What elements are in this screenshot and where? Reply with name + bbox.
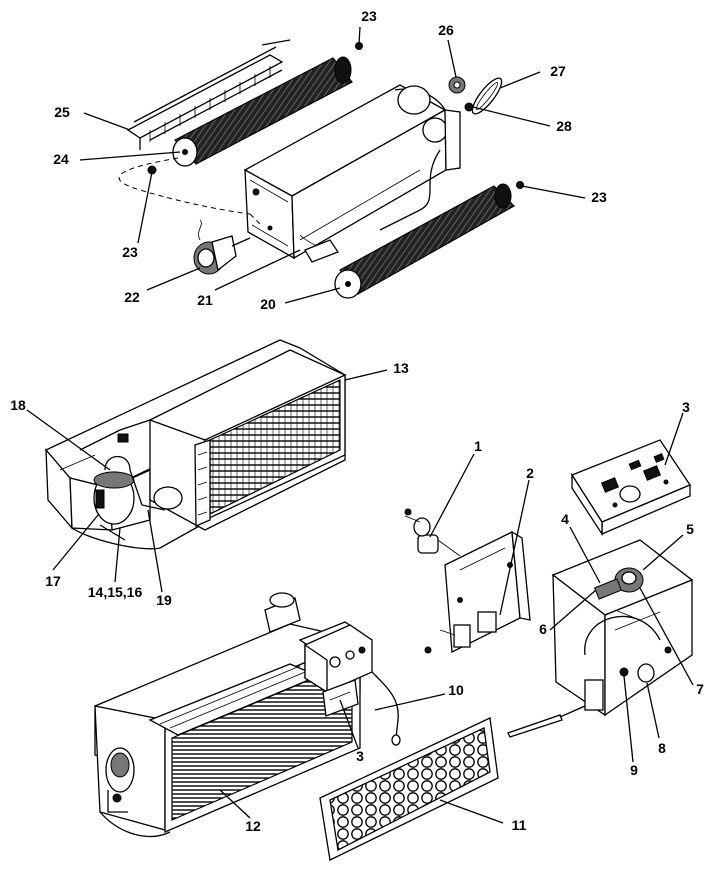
label-7: 7 bbox=[696, 681, 704, 697]
control-box bbox=[507, 439, 694, 738]
chassis-assembly-13 bbox=[44, 339, 347, 550]
label-25: 25 bbox=[54, 104, 70, 120]
part-28-washer bbox=[464, 102, 474, 112]
part-24-blower-wheel bbox=[172, 56, 353, 167]
part-2-relay bbox=[477, 611, 497, 633]
label-8: 8 bbox=[658, 740, 666, 756]
label-22: 22 bbox=[124, 289, 140, 305]
label-1: 1 bbox=[474, 438, 482, 454]
blower-assembly bbox=[118, 39, 524, 299]
label-14-15-16: 14,15,16 bbox=[88, 584, 143, 600]
label-4: 4 bbox=[561, 511, 569, 527]
label-6: 6 bbox=[539, 621, 547, 637]
label-13: 13 bbox=[393, 360, 409, 376]
blower-housing bbox=[243, 84, 461, 263]
part-8-thermostat bbox=[637, 663, 655, 683]
label-2: 2 bbox=[526, 465, 534, 481]
part-27-strap bbox=[471, 77, 503, 115]
part-labels: 23 26 27 28 25 24 23 23 22 21 20 13 18 1… bbox=[10, 8, 704, 834]
control-bracket bbox=[404, 508, 531, 654]
part-23-setscrew-right bbox=[516, 181, 524, 189]
label-21: 21 bbox=[197, 292, 213, 308]
label-23-left: 23 bbox=[122, 244, 138, 260]
label-23-top: 23 bbox=[361, 8, 377, 24]
complete-unit-12 bbox=[94, 592, 401, 838]
label-3-unit: 3 bbox=[356, 748, 364, 764]
label-18: 18 bbox=[10, 397, 26, 413]
label-11: 11 bbox=[512, 817, 527, 833]
label-9: 9 bbox=[630, 762, 638, 778]
part-20-blower-wheel-lower bbox=[334, 183, 515, 299]
label-3-panel: 3 bbox=[682, 399, 690, 415]
label-20: 20 bbox=[260, 296, 276, 312]
label-17: 17 bbox=[45, 573, 61, 589]
small-hardware bbox=[147, 42, 524, 189]
dashed-wire-stub bbox=[249, 213, 263, 227]
label-23-right: 23 bbox=[591, 189, 607, 205]
part-4-switch bbox=[593, 578, 623, 600]
label-28: 28 bbox=[556, 118, 572, 134]
label-26: 26 bbox=[438, 22, 454, 38]
leader-lines bbox=[26, 26, 694, 824]
part-22-fan-motor bbox=[193, 219, 251, 275]
label-24: 24 bbox=[53, 151, 69, 167]
part-25-guard-rail bbox=[126, 39, 291, 150]
label-5: 5 bbox=[686, 521, 694, 537]
label-19: 19 bbox=[156, 592, 172, 608]
label-10: 10 bbox=[448, 682, 464, 698]
part-1-capacitor bbox=[417, 534, 439, 554]
part-11-filter-grille bbox=[319, 717, 499, 861]
label-12: 12 bbox=[245, 818, 261, 834]
label-27: 27 bbox=[550, 63, 566, 79]
